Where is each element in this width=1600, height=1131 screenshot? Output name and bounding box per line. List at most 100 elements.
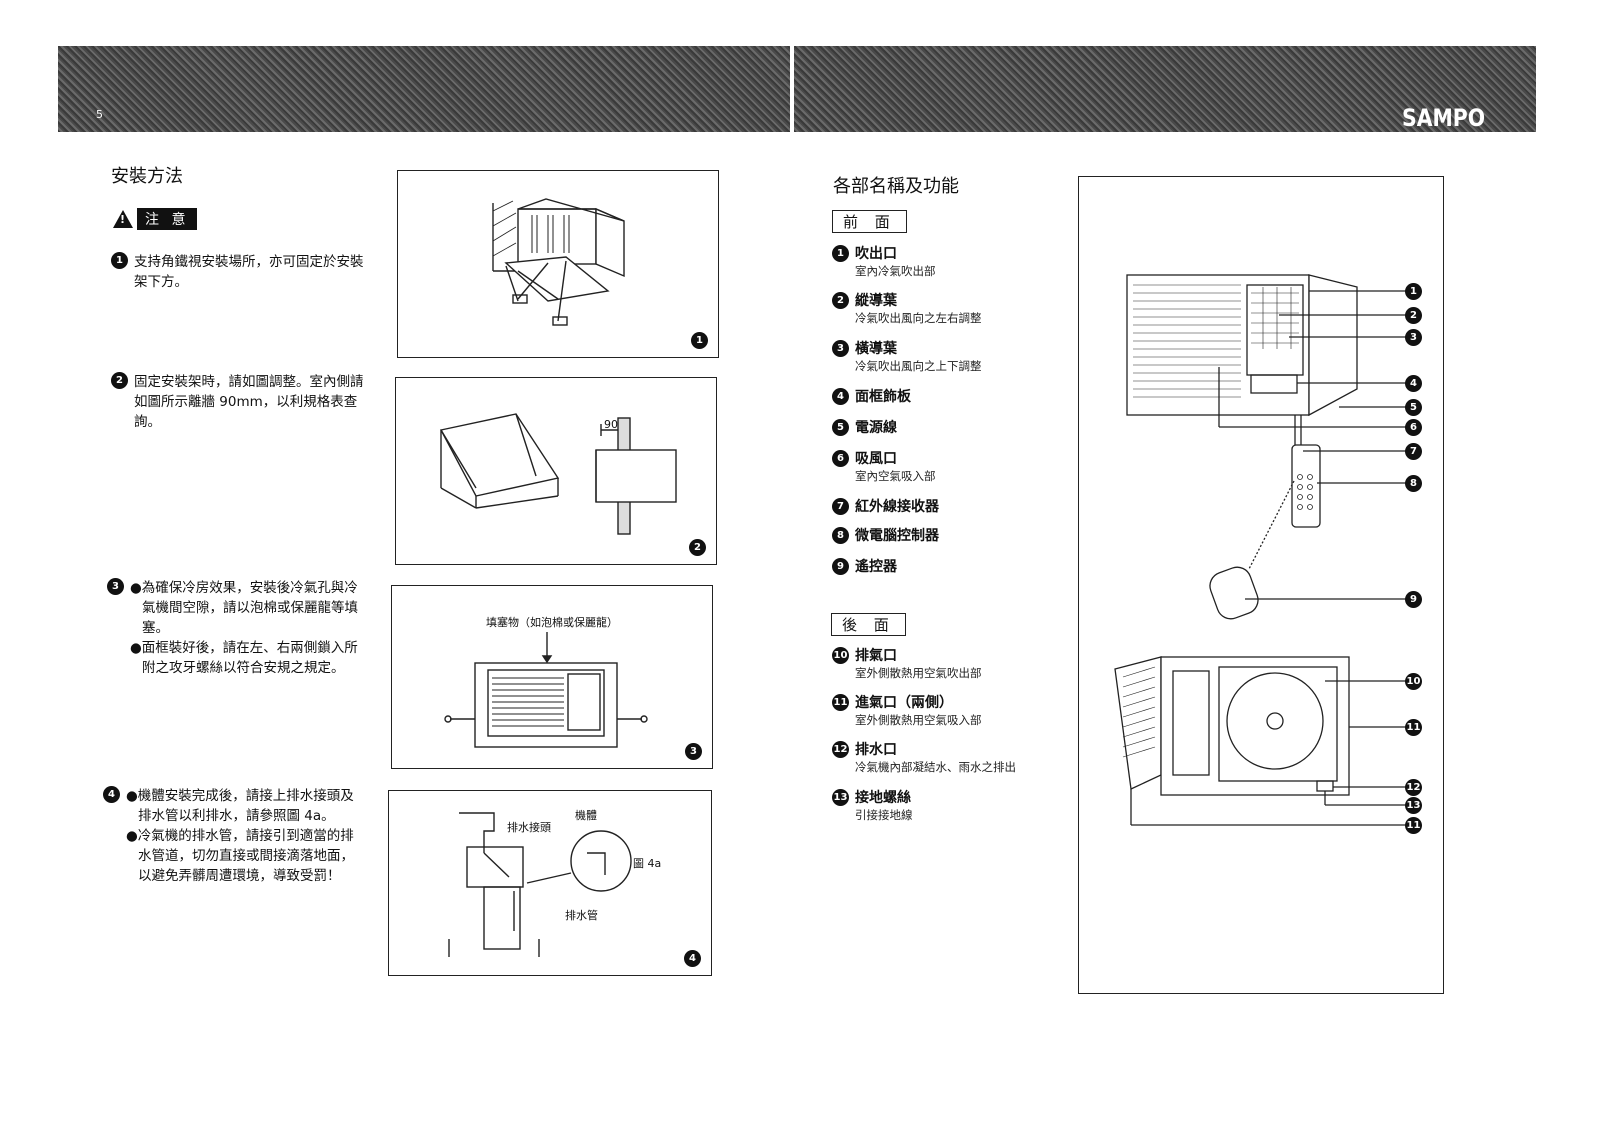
bracket-spacing-illustration — [439, 413, 677, 535]
drain-joint-label: 排水接頭 — [507, 821, 551, 834]
step-bullet: ●面框裝好後，請在左、右兩側鎖入所附之攻牙螺絲以符合安規之規定。 — [130, 640, 358, 676]
part-desc: 冷氣吹出風向之左右調整 — [855, 311, 982, 325]
part-name: 紅外線接收器 — [855, 499, 939, 515]
part-desc: 室內空氣吸入部 — [855, 469, 936, 483]
figure-1-bracket-mount: 1 — [397, 170, 719, 358]
callout-4: 4 — [1405, 375, 1422, 392]
figure-number: 2 — [689, 539, 706, 556]
callout-1: 1 — [1405, 283, 1422, 300]
part-desc: 冷氣吹出風向之上下調整 — [855, 359, 982, 373]
bracket-mount-illustration — [492, 198, 625, 326]
part-name: 進氣口（兩側） — [855, 695, 953, 711]
part-item: 10 排氣口室外側散熱用空氣吹出部 — [832, 647, 982, 681]
body-label: 機體 — [575, 809, 597, 822]
part-desc: 室內冷氣吹出部 — [855, 264, 936, 278]
install-step-1: 1 支持角鐵視安裝場所，亦可固定於安裝架下方。 — [111, 252, 372, 292]
part-number: 13 — [832, 789, 849, 806]
step-number: 1 — [111, 252, 128, 269]
callout-7: 7 — [1405, 443, 1422, 460]
callout-11-side: 11 — [1405, 817, 1422, 834]
section-rear: 後 面 — [831, 613, 906, 636]
step-text: 支持角鐵視安裝場所，亦可固定於安裝架下方。 — [134, 254, 364, 290]
part-number: 9 — [832, 558, 849, 575]
step-number: 2 — [111, 372, 128, 389]
page-number: 5 — [96, 108, 103, 121]
brand-logo: SAMPO — [1402, 104, 1486, 132]
part-name: 面框飾板 — [855, 389, 911, 405]
header-band-left — [58, 46, 790, 132]
page-title-parts: 各部名稱及功能 — [833, 176, 959, 197]
part-desc: 室外側散熱用空氣吹出部 — [855, 666, 982, 680]
part-desc: 室外側散熱用空氣吸入部 — [855, 713, 982, 727]
drain-illustration — [448, 812, 632, 957]
step-bullet: ●機體安裝完成後，請接上排水接頭及排水管以利排水，請參照圖 4a。 — [126, 788, 354, 824]
part-name: 接地螺絲 — [855, 790, 911, 806]
figure-4-drain: 機體 排水接頭 圖 4a 排水管 4 — [388, 790, 712, 976]
callout-5: 5 — [1405, 399, 1422, 416]
dimension-label: 90 — [604, 418, 618, 431]
part-desc: 冷氣機內部凝結水、雨水之排出 — [855, 760, 1016, 774]
warning-icon: ! — [113, 210, 133, 228]
part-name: 縱導葉 — [855, 293, 897, 309]
part-name: 排水口 — [855, 742, 897, 758]
part-number: 5 — [832, 419, 849, 436]
part-item: 2 縱導葉冷氣吹出風向之左右調整 — [832, 292, 982, 326]
figure-2-bracket-spacing: 90 2 — [395, 377, 717, 565]
install-step-3: 3 ●為確保冷房效果，安裝後冷氣孔與冷氣機間空隙，請以泡棉或保麗龍等填塞。 ●面… — [107, 578, 368, 678]
part-item: 9 遙控器 — [832, 558, 897, 576]
part-item: 7 紅外線接收器 — [832, 498, 939, 516]
parts-diagram: 1 2 3 4 5 6 7 8 9 10 11 12 13 11 — [1078, 176, 1444, 994]
part-name: 排氣口 — [855, 648, 897, 664]
part-desc: 引接接地線 — [855, 808, 913, 822]
filler-screws-illustration — [444, 632, 648, 748]
part-number: 6 — [832, 450, 849, 467]
part-number: 2 — [832, 292, 849, 309]
callout-11: 11 — [1405, 719, 1422, 736]
part-item: 13 接地螺絲引接接地線 — [832, 789, 913, 823]
figure-number: 1 — [691, 332, 708, 349]
part-number: 1 — [832, 245, 849, 262]
callout-10: 10 — [1405, 673, 1422, 690]
caution-banner: ! 注 意 — [113, 208, 198, 230]
part-item: 6 吸風口室內空氣吸入部 — [832, 450, 936, 484]
part-item: 4 面框飾板 — [832, 388, 911, 406]
part-number: 8 — [832, 527, 849, 544]
part-number: 3 — [832, 340, 849, 357]
callout-8: 8 — [1405, 475, 1422, 492]
callout-9: 9 — [1405, 591, 1422, 608]
section-front: 前 面 — [832, 210, 907, 233]
step-number: 4 — [103, 786, 120, 803]
callout-2: 2 — [1405, 307, 1422, 324]
part-number: 10 — [832, 647, 849, 664]
figure-number: 3 — [685, 743, 702, 760]
part-number: 11 — [832, 694, 849, 711]
figure-4a-label: 圖 4a — [633, 857, 662, 870]
part-name: 吹出口 — [855, 246, 897, 262]
part-item: 5 電源線 — [832, 419, 897, 437]
install-step-4: 4 ●機體安裝完成後，請接上排水接頭及排水管以利排水，請參照圖 4a。 ●冷氣機… — [103, 786, 364, 886]
part-name: 橫導葉 — [855, 341, 897, 357]
callout-13: 13 — [1405, 797, 1422, 814]
step-text: 固定安裝架時，請如圖調整。室內側請如圖所示離牆 90mm，以利規格表查詢。 — [134, 374, 364, 430]
callout-12: 12 — [1405, 779, 1422, 796]
part-number: 12 — [832, 741, 849, 758]
page-title-installation: 安裝方法 — [111, 166, 183, 187]
step-bullet: ●冷氣機的排水管，請接引到適當的排水管道，切勿直接或間接滴落地面，以避免弄髒周遭… — [126, 828, 354, 884]
part-item: 11 進氣口（兩側） 室外側散熱用空氣吸入部 — [832, 694, 982, 728]
step-number: 3 — [107, 578, 124, 595]
part-item: 8 微電腦控制器 — [832, 527, 939, 545]
part-item: 3 橫導葉冷氣吹出風向之上下調整 — [832, 340, 982, 374]
part-name: 遙控器 — [855, 559, 897, 575]
header-band-right — [794, 46, 1536, 132]
part-item: 1 吹出口室內冷氣吹出部 — [832, 245, 936, 279]
callout-3: 3 — [1405, 329, 1422, 346]
part-item: 12 排水口冷氣機內部凝結水、雨水之排出 — [832, 741, 1016, 775]
figure-number: 4 — [684, 950, 701, 967]
part-name: 吸風口 — [855, 451, 897, 467]
step-bullet: ●為確保冷房效果，安裝後冷氣孔與冷氣機間空隙，請以泡棉或保麗龍等填塞。 — [130, 580, 358, 636]
callout-6: 6 — [1405, 419, 1422, 436]
figure-3-filler-screws: 填塞物（如泡棉或保麗龍） 3 — [391, 585, 713, 769]
caution-label: 注 意 — [137, 208, 198, 230]
part-name: 微電腦控制器 — [855, 528, 939, 544]
part-number: 7 — [832, 498, 849, 515]
